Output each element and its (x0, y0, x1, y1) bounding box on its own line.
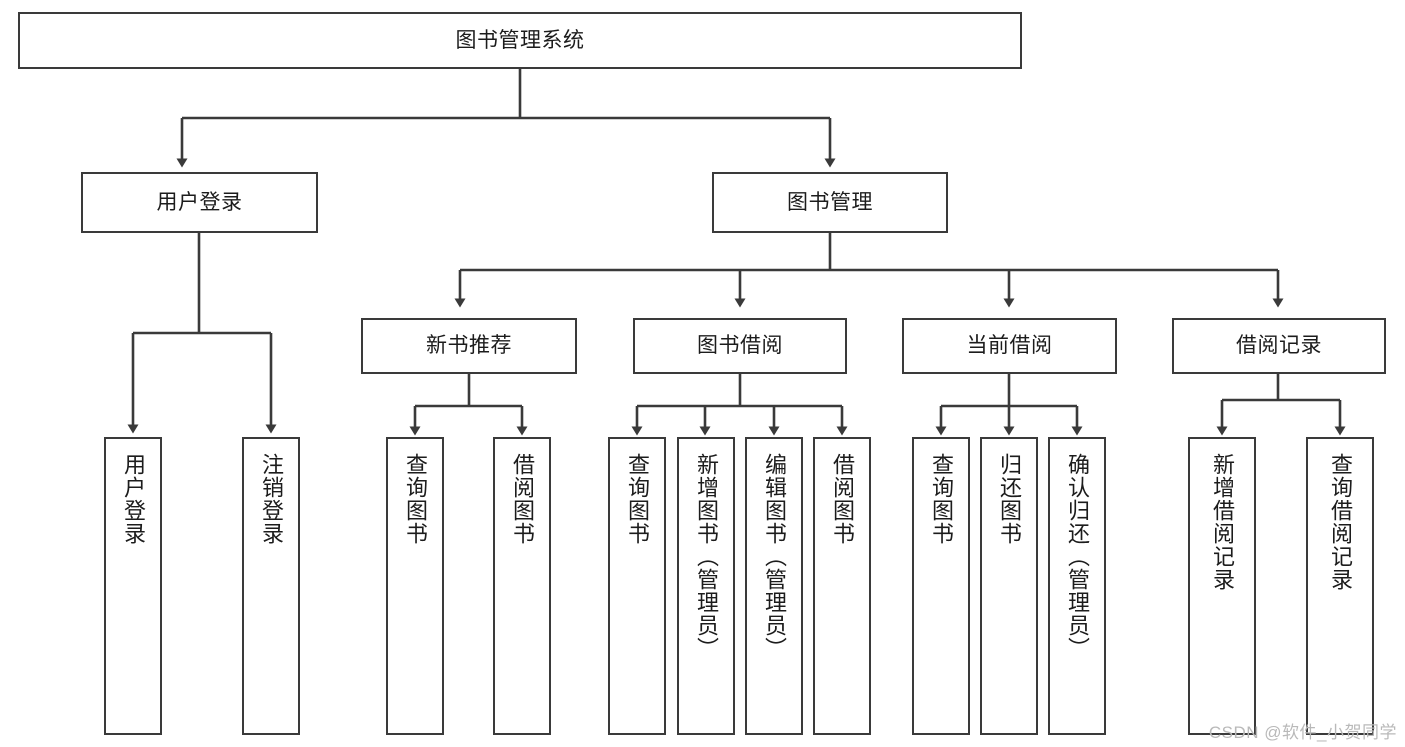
node-label: 当前借阅 (966, 334, 1053, 358)
leaf-borrow-add-book-admin[interactable]: 新增图书（管理员） (677, 437, 735, 735)
node-label: 查询图书 (928, 453, 954, 545)
node-label: 新增图书（管理员） (693, 453, 719, 660)
node-current-borrow[interactable]: 当前借阅 (902, 318, 1117, 374)
node-label: 新增借阅记录 (1209, 453, 1235, 591)
leaf-user-login-login[interactable]: 用户登录 (104, 437, 162, 735)
node-label: 借阅图书 (509, 453, 535, 545)
node-label: 确认归还（管理员） (1064, 453, 1090, 660)
leaf-recommend-borrow-book[interactable]: 借阅图书 (493, 437, 551, 735)
node-label: 借阅记录 (1236, 334, 1322, 358)
leaf-borrow-query-book[interactable]: 查询图书 (608, 437, 666, 735)
leaf-borrow-edit-book-admin[interactable]: 编辑图书（管理员） (745, 437, 803, 735)
leaf-recommend-query-book[interactable]: 查询图书 (386, 437, 444, 735)
node-label: 用户登录 (120, 453, 146, 545)
leaf-current-query-book[interactable]: 查询图书 (912, 437, 970, 735)
leaf-current-confirm-return-admin[interactable]: 确认归还（管理员） (1048, 437, 1106, 735)
leaf-record-add-record[interactable]: 新增借阅记录 (1188, 437, 1256, 735)
node-label: 图书管理 (787, 190, 873, 214)
node-user-login[interactable]: 用户登录 (81, 172, 318, 233)
node-label: 图书管理系统 (455, 28, 585, 52)
node-borrow-record[interactable]: 借阅记录 (1172, 318, 1386, 374)
node-label: 查询图书 (624, 453, 650, 545)
leaf-borrow-borrow-book[interactable]: 借阅图书 (813, 437, 871, 735)
csdn-watermark: CSDN @软件_小贺同学 (1208, 723, 1397, 742)
node-book-management[interactable]: 图书管理 (712, 172, 948, 233)
leaf-record-query-record[interactable]: 查询借阅记录 (1306, 437, 1374, 735)
leaf-user-login-logout[interactable]: 注销登录 (242, 437, 300, 735)
node-label: 用户登录 (156, 190, 243, 214)
node-label: 查询图书 (402, 453, 428, 545)
node-label: 借阅图书 (829, 453, 855, 545)
leaf-current-return-book[interactable]: 归还图书 (980, 437, 1038, 735)
node-label: 注销登录 (258, 453, 284, 545)
node-root-system[interactable]: 图书管理系统 (18, 12, 1022, 69)
node-new-book-recommend[interactable]: 新书推荐 (361, 318, 577, 374)
node-label: 图书借阅 (697, 334, 783, 358)
node-label: 编辑图书（管理员） (761, 453, 787, 660)
node-book-borrow[interactable]: 图书借阅 (633, 318, 847, 374)
node-label: 新书推荐 (426, 334, 512, 358)
node-label: 归还图书 (996, 453, 1022, 545)
node-label: 查询借阅记录 (1327, 453, 1353, 591)
